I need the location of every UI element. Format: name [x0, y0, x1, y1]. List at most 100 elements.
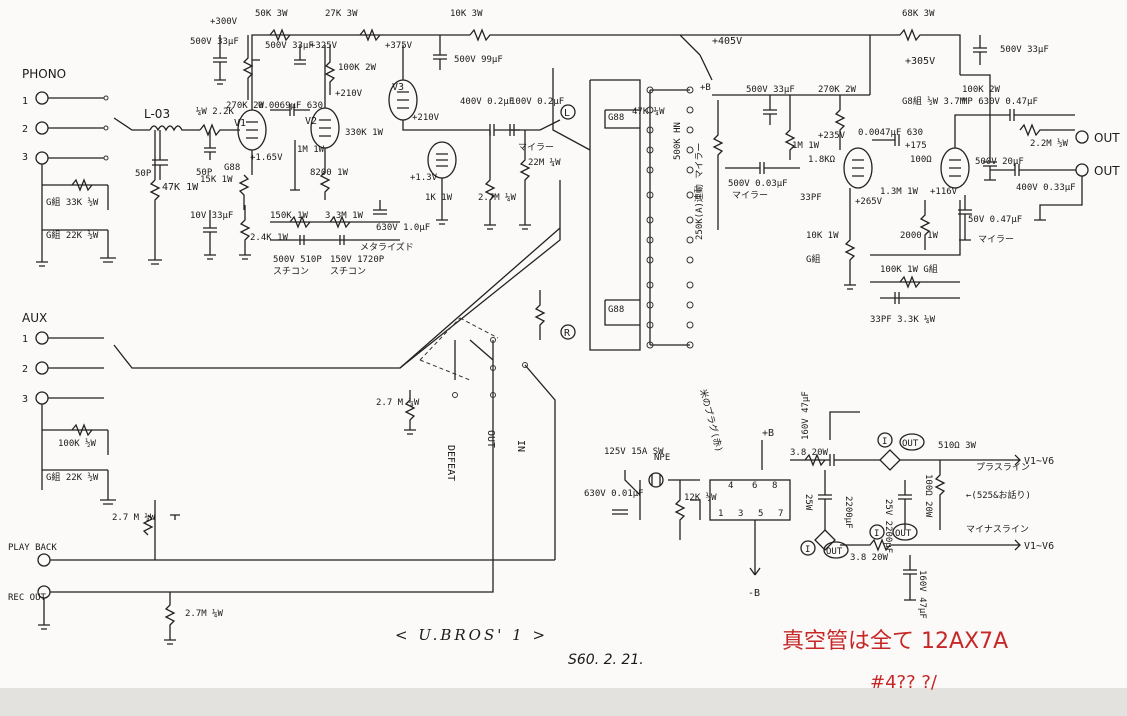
ps-plus-line: プラスライン [976, 462, 1030, 473]
selector-contact [686, 106, 694, 114]
ps-c160-b: 160V 47μF [917, 570, 927, 619]
selector-contact [646, 166, 654, 174]
phono-input-group: PHONO 1 2 3 G組 33K ½W G組 22K ½W [22, 67, 116, 267]
r-68k: 68K 3W [902, 9, 935, 19]
r-10k1w: 10K 1W [806, 231, 839, 241]
selector-contact [686, 281, 694, 289]
selector-contact [646, 341, 654, 349]
recout-label: REC OUT [8, 593, 47, 603]
ps-r38-a: 3.8 20W [790, 448, 829, 458]
c-in-label: 50P [135, 169, 152, 179]
rec-res: 2.7M ¼W [185, 609, 224, 619]
selector-contact [646, 86, 654, 94]
plus-116: +116V [930, 187, 958, 197]
selector-contact [646, 321, 654, 329]
r-270k2w: 270K 2W [818, 85, 857, 95]
ps-r38-b: 3.8 20W [850, 553, 889, 563]
c-grid-label: 50P [196, 168, 213, 178]
drawing-date: S60. 2. 21. [568, 652, 644, 668]
selector-contact [686, 146, 694, 154]
r-grid-label: ¼W 2.2K [196, 107, 235, 117]
r-1k: 1K 1W [425, 193, 453, 203]
svg-text:3: 3 [22, 394, 28, 405]
selector-contact [646, 126, 654, 134]
ps-minus-b: -B [748, 588, 760, 599]
aux-input-group: AUX 1 2 3 100K ½W G組 22K ½W [22, 311, 116, 505]
ps-out-2: OUT [826, 547, 843, 557]
ps-r12k: 12K ½W [684, 492, 717, 503]
relay-pin-label: 1 [718, 509, 723, 519]
selector-contact [686, 126, 694, 134]
r-g8b: G8組 ½W 3.7M [902, 95, 966, 107]
plus-265: +265V [855, 197, 883, 207]
r-270k: 270K 2W [226, 101, 265, 111]
selector-contact [646, 256, 654, 264]
supply-325: +325V [310, 41, 338, 51]
scanner-edge [0, 688, 1127, 716]
sel-r27m: 2.7 M ¼W [376, 398, 420, 408]
c-630-1u: 630V 1.0μF [376, 223, 430, 233]
selector-contact [686, 86, 694, 94]
ps-minus-line: マイナスライン [966, 524, 1029, 535]
pb-res: 2.7 M ¼W [112, 513, 156, 523]
r-27m: 2.7M ¼W [478, 193, 517, 203]
ps-v1v6-b: V1~V6 [1024, 541, 1054, 552]
phono-jack-1 [35, 91, 49, 105]
selector-contact [646, 216, 654, 224]
selector-contact [646, 146, 654, 154]
l03-inductor [149, 125, 200, 132]
ps-r100-20: 100Ω 20W [923, 474, 933, 518]
l-channel-mark [560, 104, 576, 120]
plus-3v: +1.3V [410, 173, 438, 183]
tube-line-1 [843, 147, 873, 189]
plus-405: +405V [712, 36, 742, 47]
pin-3: 3 [22, 152, 28, 163]
r-8200: 8200 1W [310, 168, 349, 178]
sel-47k: 47K ¼W [632, 107, 665, 117]
r-50k: 50K 3W [255, 9, 288, 19]
r-channel-mark [560, 324, 576, 340]
l-tag: L [564, 108, 570, 119]
r-500k: 500K HN [673, 122, 683, 160]
sel-g88-b: G88 [608, 305, 624, 315]
supply-210: +210V [335, 89, 363, 99]
r-1m-1w: 1M 1W [792, 141, 820, 151]
c-500-33-b2: 500V 33μF [746, 85, 795, 95]
supply-300: +300V [210, 17, 238, 27]
selector-contact [686, 256, 694, 264]
aux-g-b: G組 22K ½W [46, 471, 99, 483]
relay-socket [709, 479, 791, 521]
output-jack-2 [1075, 163, 1089, 177]
plus-b-line: +B [700, 83, 711, 93]
ps-relay-note: 米のプラグ(赤) [697, 388, 725, 454]
relay-pin-label: 4 [728, 481, 733, 491]
v1-label: V1 [234, 118, 246, 129]
ps-c630: 630V 0.01μF [584, 489, 644, 499]
r-10k: 10K 3W [450, 9, 483, 19]
ps-out-1: OUT [902, 439, 919, 449]
selector-contact [686, 341, 694, 349]
plus-305: +305V [905, 56, 935, 67]
c-100v-02: 100V 0.2μF [510, 97, 564, 107]
aux-g-a: 100K ½W [58, 438, 97, 449]
out-label: OUT [485, 430, 496, 448]
vol-label: 250K(A)連動 マイラー [693, 143, 705, 240]
ps-c160: 160V 47μF [801, 391, 811, 440]
g-note: G組 [806, 253, 820, 265]
selector-contact [646, 106, 654, 114]
r-100k2w-la: 100K 2W [962, 85, 1001, 95]
selector-contact [686, 216, 694, 224]
phono-label: PHONO [22, 67, 66, 81]
mylar-la2: マイラー [978, 234, 1014, 245]
c-500-20: 500V 20μF [975, 157, 1024, 167]
r-27k: 27K 3W [325, 9, 358, 19]
phono-g-a: G組 33K ½W [46, 196, 99, 208]
phono-jack-3 [35, 151, 49, 165]
ps-i-1: I [882, 437, 887, 447]
r-in-label: 47K 1W [162, 182, 199, 193]
in-label: IN [515, 440, 526, 452]
supply-210-b: +210V [412, 113, 440, 123]
ps-note: ←(525&お話り) [966, 489, 1031, 501]
plus-175: +175 [905, 141, 927, 151]
